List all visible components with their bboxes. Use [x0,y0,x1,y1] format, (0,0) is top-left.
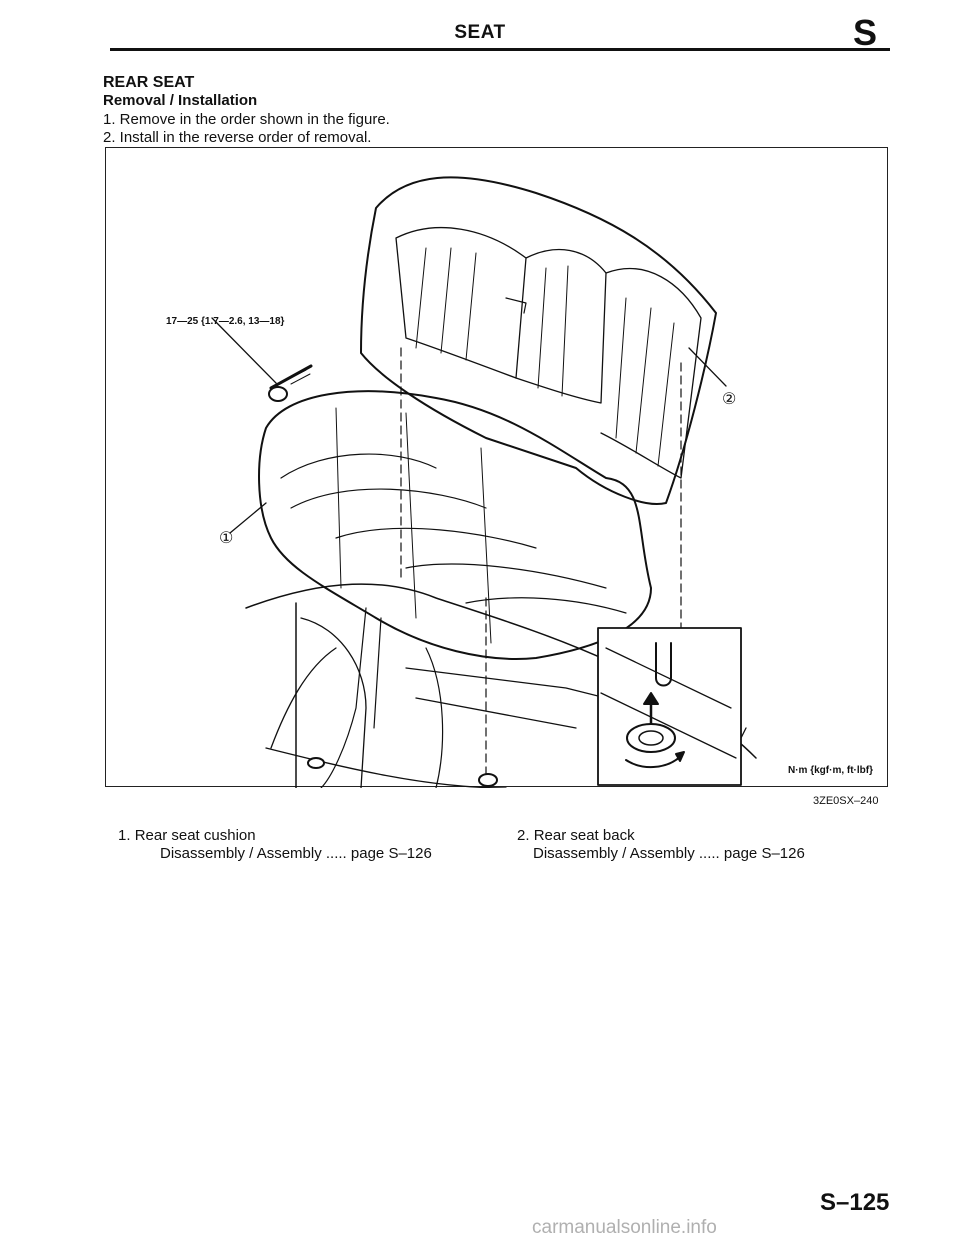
torque-unit-legend: N·m {kgf·m, ft·lbf} [788,765,873,776]
section-title: REAR SEAT [103,74,195,91]
reference-label: Disassembly / Assembly [533,845,695,862]
part-list-item-1: 1. Rear seat cushion [118,827,256,844]
page-number: S–125 [820,1189,890,1216]
detail-inset-box [597,627,742,786]
instruction-step-2: 2. Install in the reverse order of remov… [103,129,372,146]
part-name: Rear seat back [533,827,635,844]
reference-dots: ..... [698,845,724,862]
callout-1: ① [219,530,234,547]
callout-2: ② [722,391,737,408]
part-list-item-2: 2. Rear seat back [517,827,635,844]
torque-spec-label: 17—25 {1.7—2.6, 13—18} [166,316,285,327]
rear-seat-illustration [211,176,757,788]
reference-dots: ..... [325,845,351,862]
header-divider [110,48,890,51]
instruction-step-1: 1. Remove in the order shown in the figu… [103,111,390,128]
seat-back-outline [360,176,717,505]
exploded-view-figure [105,147,888,788]
section-subtitle: Removal / Installation [103,92,258,109]
part-reference-1: Disassembly / Assembly ..... page S–126 [160,845,432,862]
part-number: 1. [118,827,131,844]
reference-label: Disassembly / Assembly [160,845,322,862]
seat-cushion-outline [258,390,652,660]
reference-page-link: page S–126 [723,845,805,862]
part-name: Rear seat cushion [134,827,256,844]
page-header-title: SEAT [454,22,506,43]
watermark: carmanualsonline.info [532,1217,717,1238]
reference-page-link: page S–126 [350,845,432,862]
part-number: 2. [517,827,530,844]
section-letter: S [853,12,878,53]
bolt-icon [268,364,313,402]
figure-code: 3ZE0SX–240 [813,795,879,807]
part-reference-2: Disassembly / Assembly ..... page S–126 [533,845,805,862]
